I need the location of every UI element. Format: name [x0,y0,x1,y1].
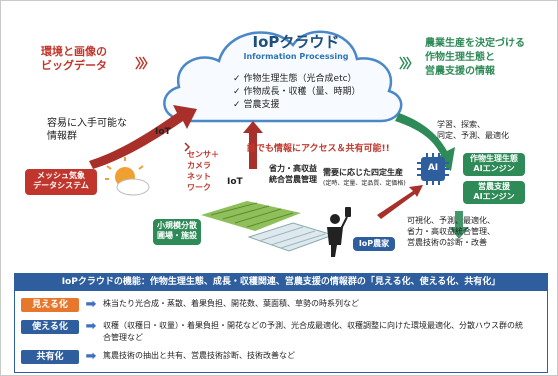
cloud-content: IoPクラウド Information Processing [201,31,391,61]
right-chevron-icon: 〉〉〉 [399,57,419,72]
farmer-icon [327,207,351,257]
panel-row-visualize: 見える化 ➡ 株当たり光合成・蒸散、着果負担、開花数、葉面積、草勢の時系列など [21,298,523,312]
easy-info-label: 容易に入手可能な 情報群 [47,118,127,142]
small-farm-box: 小規模分散 圃場・施設 [153,219,201,245]
visualize-label: 見える化 [21,298,79,312]
right-header-line1: 農業生産を決定づける [425,38,525,49]
ai-badge: AI [427,163,439,173]
iop-farmer-badge: IoP農家 [353,237,395,251]
panel-header: IoPクラウドの機能：作物生理生態、成長・収穫関連、営農支援の情報群の「見える化… [15,274,547,291]
check-icon: ✓ [233,100,241,110]
usable-label: 使える化 [21,320,79,334]
green-down-arrow [449,211,469,239]
cloud-subtitle: Information Processing [243,52,349,61]
center-up-arrow [243,121,263,169]
cloud-item: ✓作物生理生態（光合成etc） [233,74,357,84]
arrow-right-icon: ➡ [85,297,97,312]
visualize-text: 株当たり光合成・蒸散、着果負担、開花数、葉面積、草勢の時系列など [103,299,359,308]
left-header-line1: 環境と画像の [41,45,107,58]
arrow-right-icon: ➡ [85,319,97,334]
red-flow-arrow [89,105,197,169]
iot-sensor-icons [184,142,191,152]
left-chevron-icon: 〉〉〉 [135,57,155,72]
iot-label-left: IoT [155,127,171,137]
cloud-title: IoPクラウド [252,33,340,51]
panel-row-share: 共有化 ➡ 篤農技術の抽出と共有、営農技術診断、技術改善など [21,350,523,364]
usable-text: 収穫（収穫日・収量）・着果負担・開花などの予測、光合成最適化、収穫調整に向けた環… [103,321,523,342]
check-icon: ✓ [233,74,241,84]
share-text: 篤農技術の抽出と共有、営農技術診断、技術改善など [103,351,295,360]
cloud-shape [163,30,403,123]
cloud-item: ✓営農支援 [233,100,280,110]
field-greenhouse-illustration [201,201,335,252]
iot-label-center: IoT [227,177,243,187]
check-icon: ✓ [233,87,241,97]
integrated-management-label: 省力・高収益 統合営農管理 [269,164,317,184]
cloud-item: ✓作物成長・収穫（量、時期） [233,87,361,97]
share-label: 共有化 [21,350,79,364]
right-header: 農業生産を決定づける 作物生理生態と 営農支援の情報 [425,37,525,79]
four-production-label: 需要に応じた四定生産 (定時、定量、定品質、定価格) [323,168,406,187]
weather-icon [105,157,150,196]
functions-panel: IoPクラウドの機能：作物生理生態、成長・収穫関連、営農支援の情報群の「見える化… [14,273,548,373]
panel-row-usable: 使える化 ➡ 収穫（収穫日・収量）・着果負担・開花などの予測、光合成最適化、収穫… [21,320,523,344]
weather-data-system-box: メッシュ気象 データシステム [25,169,97,195]
arrow-right-icon: ➡ [85,349,97,364]
right-header-line2: 作物生理生態と [425,52,495,63]
right-header-line3: 営農支援の情報 [425,66,495,77]
access-text: 誰でも情報にアクセス＆共有可能!! [247,144,390,154]
farmer-ai-arrow [377,185,423,219]
crop-ai-engine-box: 作物生理生態 AIエンジン [463,153,525,176]
left-header-line2: ビッグデータ [41,59,107,72]
right-flow-text: 学習、探索、 同定、予測、最適化 [437,120,509,140]
ai-chip-icon [417,153,449,185]
cloud-items: ✓作物生理生態（光合成etc） ✓作物成長・収穫（量、時期） ✓営農支援 [233,73,361,112]
farming-ai-engine-box: 営農支援 AIエンジン [463,181,525,204]
sensor-labels: センサ＋ カメラ ネット ワーク [187,150,219,192]
right-bottom-text: 可視化、予測、最適化、 省力・高収益統合管理、 営農技術の診断・改善 [407,216,495,247]
diagram-graphics [89,30,469,257]
left-header: 環境と画像の ビッグデータ [41,45,107,73]
